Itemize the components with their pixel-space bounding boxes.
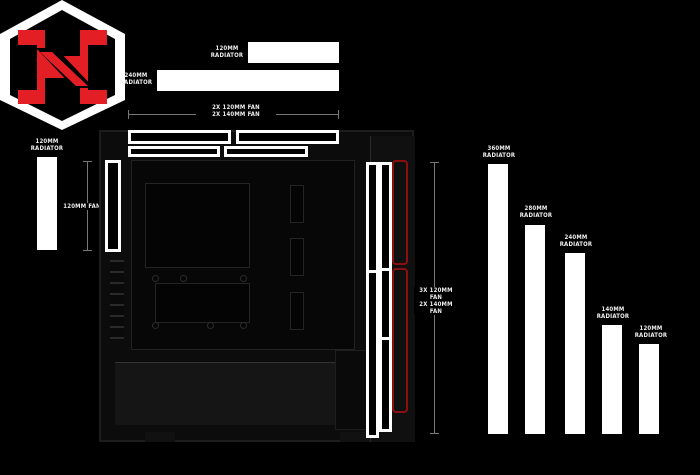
psu-shroud bbox=[115, 362, 335, 425]
brand-logo bbox=[0, 0, 125, 130]
cpu-cutout bbox=[145, 183, 250, 268]
radiator-140mm-label: 140MM RADIATOR bbox=[596, 306, 630, 320]
cable-cutout-3 bbox=[290, 292, 304, 330]
rear-fan-mount bbox=[105, 160, 121, 252]
psu-shroud-side bbox=[335, 350, 370, 430]
case-foot-right bbox=[340, 432, 370, 442]
front-fan-mount-a2 bbox=[366, 270, 379, 438]
top-fan-line1: 2X 120MM FAN bbox=[212, 104, 260, 111]
top-dimension-right-tick bbox=[338, 110, 339, 119]
standoff-5 bbox=[207, 322, 214, 329]
front-fan-line2: 2X 140MM FAN bbox=[419, 301, 453, 315]
front-fan-mount-a1 bbox=[366, 162, 379, 274]
left-120mm-radiator-bar bbox=[37, 157, 57, 250]
front-red-fan-accent-2 bbox=[392, 268, 408, 413]
top-120mm-radiator-label: 120MM RADIATOR bbox=[210, 45, 244, 59]
radiator-280mm-bar bbox=[525, 225, 545, 434]
front-fan-mount-b1 bbox=[379, 162, 392, 272]
standoff-2 bbox=[180, 275, 187, 282]
top-fan-mount-1 bbox=[128, 130, 231, 144]
top-240mm-radiator-bar bbox=[157, 70, 339, 91]
cable-cutout-2 bbox=[290, 238, 304, 276]
left-120mm-radiator-label: 120MM RADIATOR bbox=[30, 138, 64, 152]
radiator-360mm-label: 360MM RADIATOR bbox=[482, 145, 516, 159]
top-fan-label: 2X 120MM FAN 2X 140MM FAN bbox=[196, 104, 276, 118]
top-fan-line2: 2X 140MM FAN bbox=[212, 111, 260, 118]
front-fan-mount-b3 bbox=[379, 337, 392, 432]
top-fan-mount-3 bbox=[128, 146, 220, 157]
left-fan-dimension-bottom-tick bbox=[83, 250, 92, 251]
radiator-140mm-bar bbox=[602, 325, 622, 434]
standoff-1 bbox=[152, 275, 159, 282]
front-fan-label: 3X 120MM FAN 2X 140MM FAN bbox=[414, 287, 458, 315]
front-dimension-top-tick bbox=[430, 162, 439, 163]
top-fan-mount-2 bbox=[236, 130, 339, 144]
standoff-3 bbox=[240, 275, 247, 282]
expansion-slots bbox=[110, 260, 124, 340]
radiator-280mm-label: 280MM RADIATOR bbox=[519, 205, 553, 219]
front-fan-line1: 3X 120MM FAN bbox=[419, 287, 453, 301]
front-red-fan-accent-1 bbox=[392, 160, 408, 265]
radiator-240mm-bar bbox=[565, 253, 585, 434]
radiator-360mm-bar bbox=[488, 164, 508, 434]
radiator-240mm-label: 240MM RADIATOR bbox=[559, 234, 593, 248]
radiator-120mm-bar bbox=[639, 344, 659, 434]
top-120mm-radiator-bar bbox=[248, 42, 339, 63]
cable-cutout-1 bbox=[290, 185, 304, 223]
top-dimension-left-tick bbox=[128, 110, 129, 119]
standoff-4 bbox=[152, 322, 159, 329]
radiator-120mm-label: 120MM RADIATOR bbox=[634, 325, 668, 339]
standoff-6 bbox=[240, 322, 247, 329]
left-120mm-fan-label: 120MM FAN bbox=[62, 203, 102, 210]
left-fan-dimension-top-tick bbox=[83, 161, 92, 162]
ssd-mount-plate bbox=[155, 283, 250, 323]
case-foot-left bbox=[145, 432, 175, 442]
top-fan-mount-4 bbox=[224, 146, 308, 157]
front-dimension-bottom-tick bbox=[430, 433, 439, 434]
top-240mm-radiator-label: 240MM RADIATOR bbox=[119, 72, 153, 86]
